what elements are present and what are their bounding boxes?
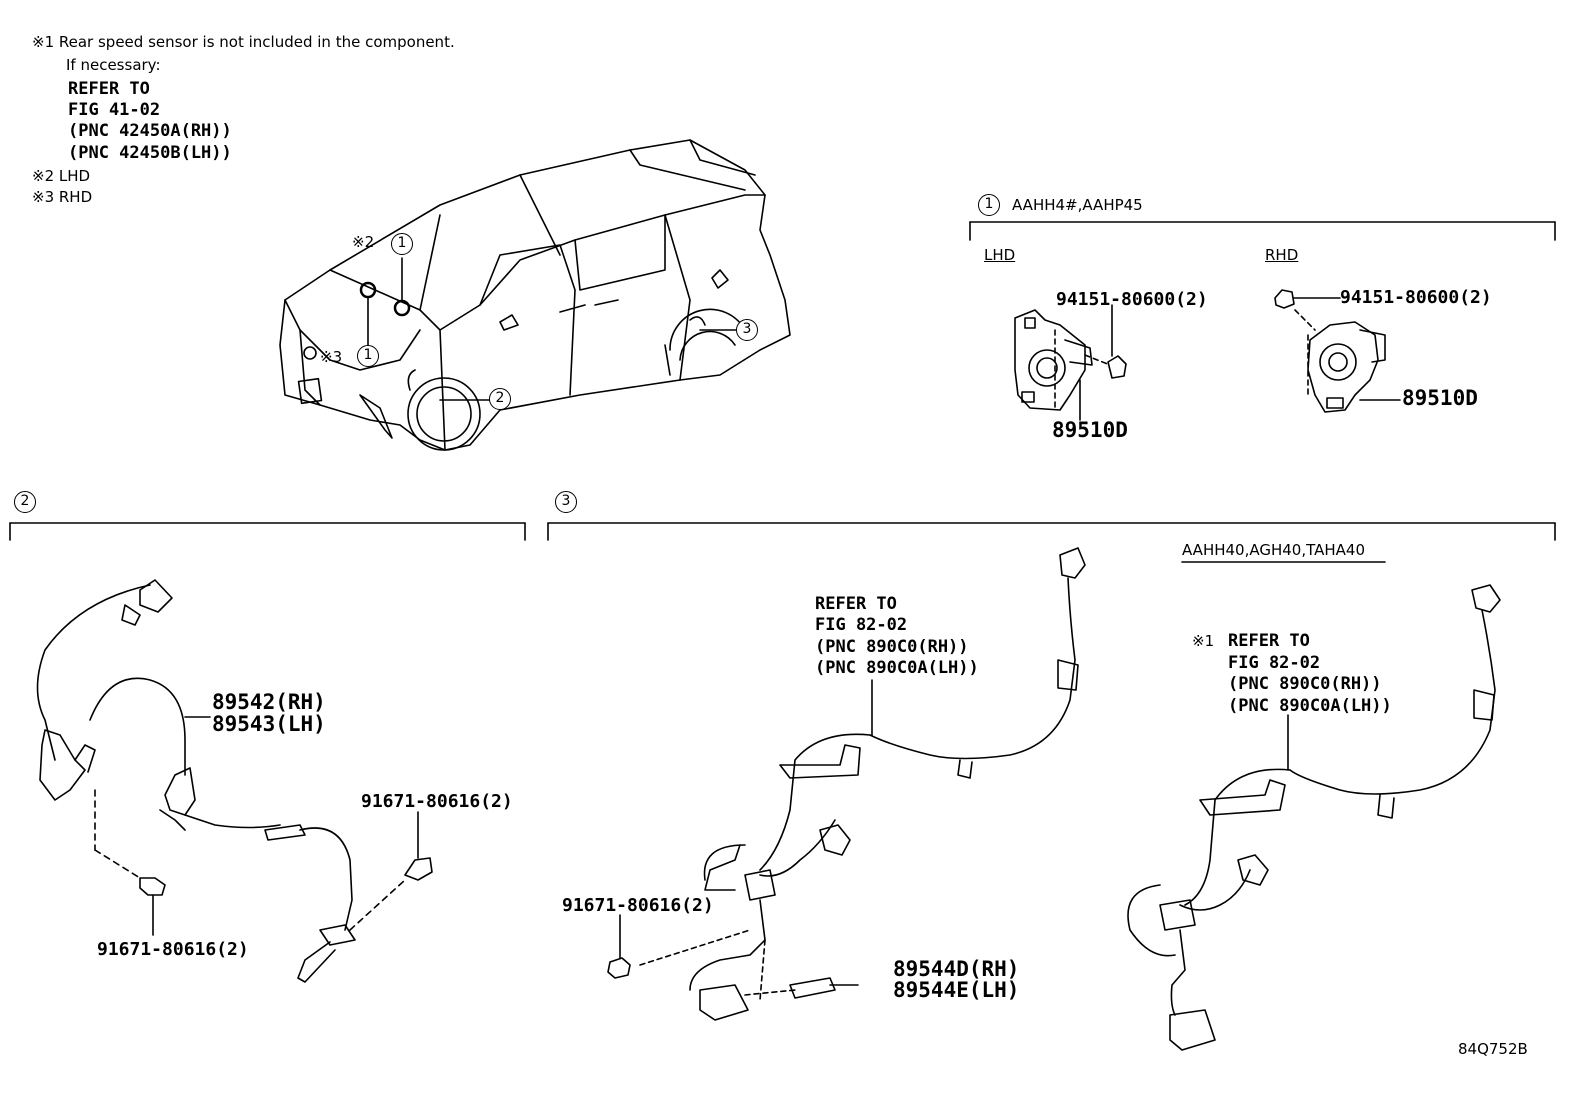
lhd-camera-drawing	[1014, 304, 1127, 421]
vehicle-callout-3: 3	[736, 319, 758, 341]
section3-ref-b-mark: ※1	[1192, 632, 1215, 650]
section3-ref-b-line-1: REFER TO	[1228, 631, 1310, 651]
section1-lhd-label: LHD	[984, 246, 1016, 264]
section3-ref-a-line-3: (PNC 890C0(RH))	[815, 637, 969, 657]
section1-rhd-nut-part-number: 94151-80600(2)	[1340, 287, 1492, 308]
vehicle-callout-2: 2	[489, 388, 511, 410]
note-3: ※3 RHD	[32, 188, 93, 206]
section3-bracket	[547, 522, 1556, 563]
vehicle-mark-2: ※2	[352, 233, 375, 251]
section1-number: 1	[978, 194, 1000, 216]
section3-ref-a-line-2: FIG 82-02	[815, 615, 908, 635]
vehicle-drawing	[279, 139, 791, 451]
section2-bolt-lower: 91671-80616(2)	[97, 939, 249, 960]
section3-ref-b-line-2: FIG 82-02	[1228, 653, 1321, 673]
section3-sensor-lh: 89544E(LH)	[893, 978, 1020, 1002]
rear-harness-b-drawing	[1127, 584, 1501, 1051]
note-2: ※2 LHD	[32, 167, 91, 185]
note-1-ref-line-3: (PNC 42450A(RH))	[68, 121, 232, 141]
section1-bracket	[969, 221, 1556, 241]
note-1-ref-line-2: FIG 41-02	[68, 100, 161, 120]
section2-part-rh: 89542(RH)	[212, 690, 326, 714]
figure-code: 84Q752B	[1458, 1040, 1528, 1058]
section3-ref-b-line-3: (PNC 890C0(RH))	[1228, 674, 1382, 694]
section3-models: AAHH40,AGH40,TAHA40	[1182, 541, 1365, 559]
front-sensor-harness-drawing	[36, 579, 433, 983]
vehicle-callout-1-upper: 1	[391, 233, 413, 255]
section1-rhd-camera-part-number: 89510D	[1402, 386, 1478, 410]
section3-bolt: 91671-80616(2)	[562, 895, 714, 916]
rear-harness-a-drawing	[607, 547, 1086, 1021]
section3-ref-b-line-4: (PNC 890C0A(LH))	[1228, 696, 1392, 716]
section1-models: AAHH4#,AAHP45	[1012, 196, 1143, 214]
section3-number: 3	[555, 491, 577, 513]
section2-part-lh: 89543(LH)	[212, 712, 326, 736]
section1-lhd-nut-part-number: 94151-80600(2)	[1056, 289, 1208, 310]
vehicle-mark-3: ※3	[320, 348, 343, 366]
note-1: ※1 Rear speed sensor is not included in …	[32, 33, 455, 51]
section2-number: 2	[14, 491, 36, 513]
rhd-camera-drawing	[1274, 289, 1401, 413]
section2-bracket	[9, 522, 526, 541]
note-1-ref-line-1: REFER TO	[68, 79, 150, 99]
section1-lhd-camera-part-number: 89510D	[1052, 418, 1128, 442]
note-1-ref-line-4: (PNC 42450B(LH))	[68, 143, 232, 163]
note-1-sub: If necessary:	[66, 56, 161, 74]
section3-ref-a-line-1: REFER TO	[815, 594, 897, 614]
vehicle-callout-1-lower: 1	[357, 345, 379, 367]
section3-ref-a-line-4: (PNC 890C0A(LH))	[815, 658, 979, 678]
section1-rhd-label: RHD	[1265, 246, 1299, 264]
section2-bolt-upper: 91671-80616(2)	[361, 791, 513, 812]
section3-sensor-rh: 89544D(RH)	[893, 957, 1020, 981]
